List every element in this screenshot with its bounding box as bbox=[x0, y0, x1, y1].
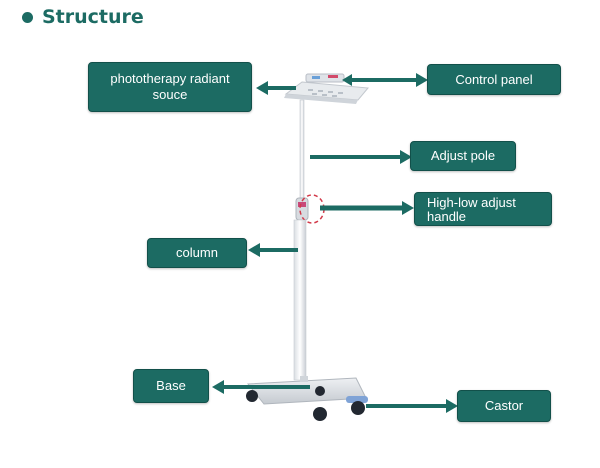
control-panel-box bbox=[305, 73, 345, 83]
diagram-heading: Structure bbox=[22, 6, 144, 28]
label-control-panel-text: Control panel bbox=[455, 71, 533, 87]
label-radiant-source: phototherapy radiant souce bbox=[88, 62, 252, 112]
label-castor-text: Castor bbox=[484, 398, 524, 413]
label-control-panel: Control panel bbox=[427, 64, 561, 95]
label-castor: Castor bbox=[457, 390, 551, 422]
label-handle-text: High-low adjust handle bbox=[427, 195, 516, 224]
height-handle bbox=[295, 194, 325, 224]
label-column: column bbox=[147, 238, 247, 268]
column-tube bbox=[293, 219, 307, 381]
stand-base bbox=[247, 376, 368, 405]
label-adjust-pole: Adjust pole bbox=[410, 141, 516, 171]
label-column-text: column bbox=[176, 245, 218, 260]
label-adjust-pole-text: Adjust pole bbox=[430, 148, 496, 163]
label-handle: High-low adjust handle bbox=[414, 192, 552, 226]
pointer-arrows bbox=[212, 73, 458, 413]
castor-wheels bbox=[246, 386, 365, 421]
adjust-pole-rod bbox=[299, 99, 305, 201]
bullet-icon bbox=[22, 11, 33, 23]
label-base-text: Base bbox=[156, 378, 186, 393]
lamp-head bbox=[284, 81, 369, 104]
heading-title: Structure bbox=[42, 6, 144, 28]
label-base: Base bbox=[133, 369, 209, 403]
label-radiant-source-text: phototherapy radiant souce bbox=[110, 71, 230, 102]
